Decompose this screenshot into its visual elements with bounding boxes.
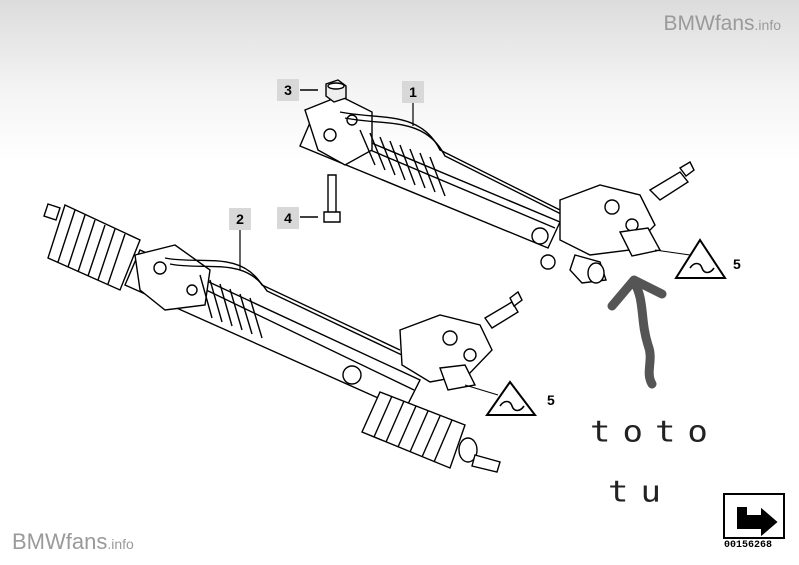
watermark-brand: BMWfans [12, 529, 108, 554]
bolt-part [300, 174, 341, 223]
watermark-brand: BMWfans [663, 12, 755, 35]
watermark-suffix: .info [754, 17, 781, 33]
callout-3: 3 [277, 79, 299, 101]
corner-arrow-icon [723, 493, 785, 539]
watermark-top: BMWfans.info [664, 12, 781, 36]
warning-triangle-icon-lower [464, 380, 538, 416]
bellows-right [361, 391, 501, 473]
nut-part [300, 79, 347, 103]
callout-5-lower: 5 [547, 392, 555, 408]
hand-drawn-arrow-icon [607, 275, 667, 389]
handwritten-text-line1: toto [590, 415, 720, 449]
steering-rack-lower [43, 203, 523, 473]
warning-triangle-icon-upper [654, 238, 727, 279]
bellows-left [43, 203, 141, 291]
callout-4: 4 [277, 207, 299, 229]
callout-5-upper: 5 [733, 256, 741, 272]
watermark-suffix: .info [107, 536, 134, 552]
callout-2: 2 [229, 208, 251, 230]
steering-rack-upper [299, 95, 695, 284]
watermark-bottom: BMWfans.info [12, 529, 134, 555]
handwritten-text-line2: tu [608, 475, 673, 509]
callout-1: 1 [402, 81, 424, 103]
part-number: 00156268 [724, 540, 773, 551]
